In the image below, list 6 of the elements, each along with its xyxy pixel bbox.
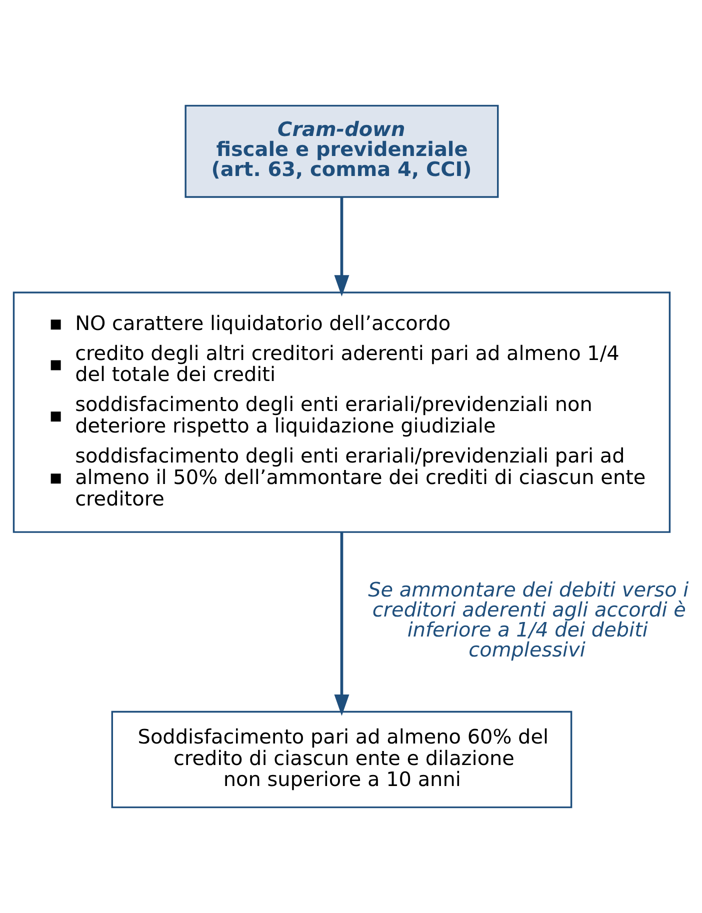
arrow [334, 532, 350, 716]
node-box: Soddisfacimento pari ad almeno 60% del credito di ciascun ente e dilazione non superiore a 10 anni [111, 710, 572, 808]
edge-label: Se ammontare dei debiti verso i creditori aderenti agli accordi è inferiore a 1/4 dei debiti complessivi [368, 578, 689, 662]
arrow [334, 197, 350, 296]
node-box: NO carattere liquidatorio dell’accordo credito degli altri creditori aderenti pari ad almeno 1/4 del totale dei crediti soddisfacimento degli enti erariali/previdenziali non deteriore rispetto a liquidazione giudiziale soddisfacimento degli enti erariali/previdenziali pari ad almeno il 50% dell’ammontare dei crediti di ciascun ente creditore [12, 292, 671, 533]
node-box: Cram-down fiscale e previdenziale (art. 63, comma 4, CCI) [184, 104, 499, 198]
